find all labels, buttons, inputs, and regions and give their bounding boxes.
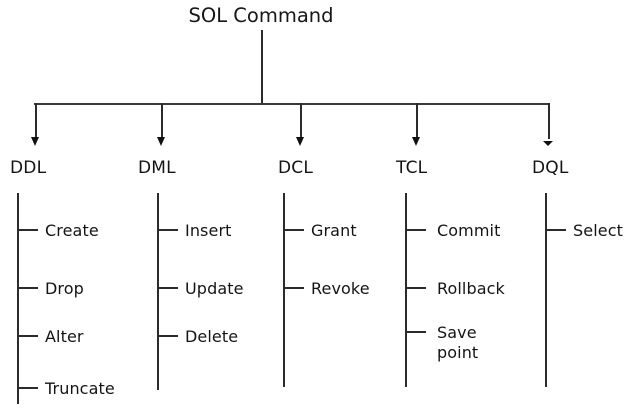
leaf-tick-dql-0 (546, 229, 566, 231)
leaf-tick-tcl-2 (406, 331, 426, 333)
branch-connector-dml (161, 103, 163, 139)
branch-stem-dcl (283, 193, 285, 387)
leaf-label-ddl-3[interactable]: Truncate (45, 379, 115, 398)
branch-label-ddl[interactable]: DDL (10, 158, 47, 178)
branch-arrow-dql (543, 141, 554, 146)
leaf-label-dml-1[interactable]: Update (185, 279, 244, 298)
branch-label-dql[interactable]: DQL (532, 158, 569, 178)
leaf-tick-dcl-0 (284, 229, 304, 231)
leaf-label-dql-0[interactable]: Select (573, 221, 623, 240)
leaf-tick-ddl-1 (18, 287, 38, 289)
branch-arrow-ddl (31, 137, 40, 146)
branch-stem-tcl (405, 193, 407, 387)
leaf-tick-tcl-1 (406, 287, 426, 289)
branch-stem-dml (157, 193, 159, 390)
branch-connector-dql (548, 103, 550, 139)
branch-label-tcl[interactable]: TCL (396, 158, 428, 178)
branch-connector-ddl (35, 103, 37, 139)
leaf-label-dcl-0[interactable]: Grant (311, 221, 357, 240)
root-stem (261, 30, 263, 104)
leaf-tick-ddl-0 (18, 229, 38, 231)
branch-arrow-tcl (412, 137, 421, 146)
leaf-label-ddl-1[interactable]: Drop (45, 279, 84, 298)
branch-connector-tcl (416, 103, 418, 139)
diagram-title: SOL Command (188, 4, 334, 27)
leaf-tick-ddl-3 (18, 387, 38, 389)
branch-label-dcl[interactable]: DCL (278, 158, 314, 178)
branch-stem-dql (545, 193, 547, 387)
leaf-tick-tcl-0 (406, 229, 426, 231)
leaf-label-tcl-1[interactable]: Rollback (437, 279, 505, 298)
branch-arrow-dcl (296, 137, 305, 146)
leaf-tick-dml-1 (158, 287, 178, 289)
leaf-tick-dcl-1 (284, 287, 304, 289)
leaf-label-dml-2[interactable]: Delete (185, 327, 239, 346)
branch-stem-ddl (17, 193, 19, 404)
horizontal-connector-bar (34, 103, 549, 105)
branch-arrow-dml (157, 137, 166, 146)
leaf-label-ddl-0[interactable]: Create (45, 221, 99, 240)
leaf-label-tcl-2[interactable]: Save point (437, 323, 479, 363)
leaf-label-ddl-2[interactable]: Alter (45, 327, 84, 346)
leaf-tick-dml-0 (158, 229, 178, 231)
leaf-label-dml-0[interactable]: Insert (185, 221, 232, 240)
leaf-tick-ddl-2 (18, 335, 38, 337)
branch-connector-dcl (300, 103, 302, 139)
leaf-tick-dml-2 (158, 335, 178, 337)
leaf-label-dcl-1[interactable]: Revoke (311, 279, 370, 298)
branch-label-dml[interactable]: DML (138, 158, 176, 178)
leaf-label-tcl-0[interactable]: Commit (437, 221, 501, 240)
